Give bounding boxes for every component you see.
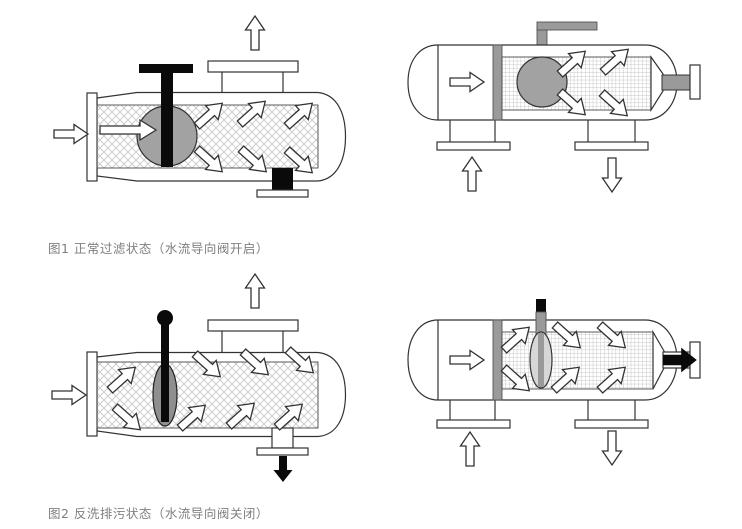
top-outlet-flange	[207, 319, 299, 332]
outlet-arrow-up	[244, 15, 266, 51]
valve-knob	[157, 310, 173, 326]
top-outlet-nozzle	[221, 70, 284, 94]
bottom-outlet-flange	[574, 419, 649, 429]
outlet-arrow-down	[601, 430, 623, 466]
valve-t-handle	[139, 64, 193, 73]
screen-cone	[650, 55, 664, 113]
figure2-caption: 图2 反洗排污状态（水流导向阀关闭）	[48, 506, 269, 521]
inlet-arrow-up	[459, 431, 481, 467]
inlet-arrow	[51, 384, 87, 406]
inlet-flange	[86, 92, 98, 182]
fig2-right-filter-diagram	[407, 299, 701, 467]
fig2-left-filter-diagram	[51, 273, 347, 482]
outlet-arrow-up	[244, 273, 266, 309]
backwash-flange	[689, 64, 701, 100]
inlet-flange	[86, 351, 98, 437]
bottom-inlet-flange	[436, 141, 511, 151]
drain-nozzle-open	[271, 427, 294, 449]
inlet-arrow	[53, 123, 89, 145]
tube-sheet	[492, 319, 503, 401]
drain-flange	[256, 447, 309, 456]
blowdown-arrow-down	[273, 456, 293, 482]
valve-stem-through-plug	[538, 333, 544, 387]
valve-stem-cap	[536, 299, 546, 312]
bottom-outlet-flange	[574, 141, 649, 151]
outlet-arrow-down	[601, 157, 623, 193]
backwash-nozzle-closed	[661, 74, 691, 91]
valve-lever-handle	[536, 21, 598, 31]
inlet-arrow-up	[461, 156, 483, 192]
figure1-caption: 图1 正常过滤状态（水流导向阀开启）	[48, 241, 269, 256]
fig1-left-filter-diagram	[53, 15, 347, 198]
valve-stem	[161, 70, 173, 167]
drain-flange	[256, 189, 309, 198]
valve-stem	[161, 322, 169, 422]
tube-sheet	[492, 44, 503, 121]
drain-nozzle-closed	[272, 168, 293, 191]
fig1-right-filter-diagram	[407, 21, 701, 193]
diverter-ball-valve-open	[516, 56, 568, 108]
bottom-inlet-flange	[436, 419, 511, 429]
top-outlet-flange	[207, 60, 299, 73]
top-outlet-nozzle	[221, 329, 284, 354]
